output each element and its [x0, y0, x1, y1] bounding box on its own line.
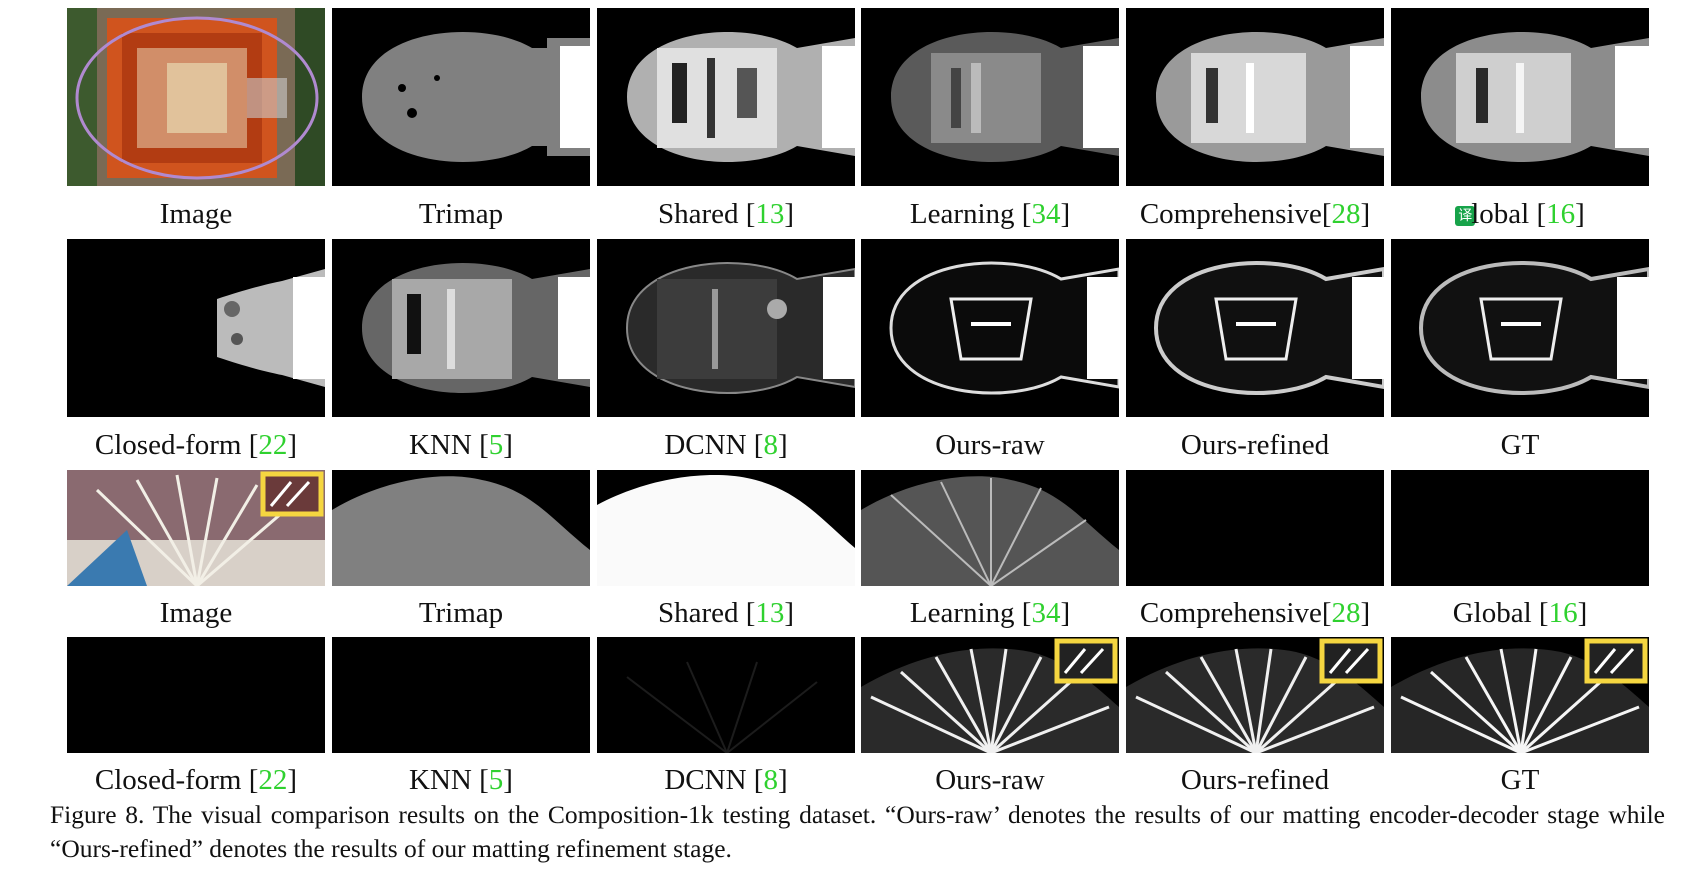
- caption-dcnn: DCNN [8]: [664, 429, 788, 461]
- caption-knn: KNN [5]: [409, 764, 513, 796]
- caption-comprehensive: Comprehensive[28]: [1139, 198, 1371, 230]
- bulb-learning-tile: [861, 8, 1119, 186]
- bulb-oursrefined-tile: [1126, 239, 1384, 417]
- bulb-trimap-tile: [332, 8, 590, 186]
- caption-comprehensive: Comprehensive[28]: [1139, 597, 1371, 629]
- citation-ref[interactable]: 34: [1031, 198, 1061, 230]
- bulb-global-tile: [1391, 8, 1649, 186]
- caption-global: Global [16]: [1452, 597, 1588, 629]
- citation-ref[interactable]: 5: [488, 764, 504, 796]
- bulb-knn-tile: [332, 239, 590, 417]
- citation-ref[interactable]: 16: [1548, 597, 1578, 629]
- caption-oursrefined: Ours-refined: [1180, 764, 1330, 796]
- fan-knn-tile: [332, 637, 590, 753]
- citation-ref[interactable]: 8: [763, 764, 778, 796]
- caption-gt: GT: [1500, 429, 1540, 461]
- fan-image-tile: [67, 470, 325, 586]
- citation-ref[interactable]: 22: [258, 429, 288, 461]
- caption-learning: Learning [34]: [909, 198, 1071, 230]
- translate-badge-icon[interactable]: 译: [1455, 206, 1476, 226]
- citation-ref[interactable]: 28: [1331, 198, 1361, 230]
- caption-image: Image: [159, 198, 233, 230]
- citation-ref[interactable]: 5: [488, 429, 504, 461]
- fan-shared-tile: [597, 470, 855, 586]
- fan-oursraw-tile: [861, 637, 1119, 753]
- citation-ref[interactable]: 34: [1031, 597, 1061, 629]
- caption-image: Image: [159, 597, 233, 629]
- caption-oursraw: Ours-raw: [935, 764, 1045, 796]
- fan-dcnn-tile: [597, 637, 855, 753]
- caption-gt: GT: [1500, 764, 1540, 796]
- caption-learning: Learning [34]: [909, 597, 1071, 629]
- caption-knn: KNN [5]: [409, 429, 513, 461]
- caption-trimap: Trimap: [418, 597, 504, 629]
- fan-closedform-tile: [67, 637, 325, 753]
- citation-ref[interactable]: 16: [1546, 198, 1576, 230]
- citation-ref[interactable]: 28: [1331, 597, 1361, 629]
- citation-ref[interactable]: 8: [763, 429, 778, 461]
- caption-shared: Shared [13]: [657, 198, 795, 230]
- caption-trimap: Trimap: [418, 198, 504, 230]
- bulb-oursraw-tile: [861, 239, 1119, 417]
- caption-dcnn: DCNN [8]: [664, 764, 788, 796]
- bulb-closedform-tile: [67, 239, 325, 417]
- bulb-image-tile: [67, 8, 325, 186]
- citation-ref[interactable]: 13: [755, 198, 785, 230]
- fan-global-tile: [1391, 470, 1649, 586]
- bulb-comprehensive-tile: [1126, 8, 1384, 186]
- figure-caption: Figure 8. The visual comparison results …: [50, 800, 1665, 863]
- caption-closedform: Closed-form [22]: [94, 429, 298, 461]
- citation-ref[interactable]: 13: [755, 597, 785, 629]
- citation-ref[interactable]: 22: [258, 764, 288, 796]
- bulb-dcnn-tile: [597, 239, 855, 417]
- caption-shared: Shared [13]: [657, 597, 795, 629]
- caption-closedform: Closed-form [22]: [94, 764, 298, 796]
- fan-comprehensive-tile: [1126, 470, 1384, 586]
- caption-oursraw: Ours-raw: [935, 429, 1045, 461]
- caption-global: 译lobal [16]: [1390, 198, 1650, 230]
- fan-trimap-tile: [332, 470, 590, 586]
- fan-oursrefined-tile: [1126, 637, 1384, 753]
- bulb-gt-tile: [1391, 239, 1649, 417]
- fan-learning-tile: [861, 470, 1119, 586]
- caption-oursrefined: Ours-refined: [1180, 429, 1330, 461]
- bulb-shared-tile: [597, 8, 855, 186]
- fan-gt-tile: [1391, 637, 1649, 753]
